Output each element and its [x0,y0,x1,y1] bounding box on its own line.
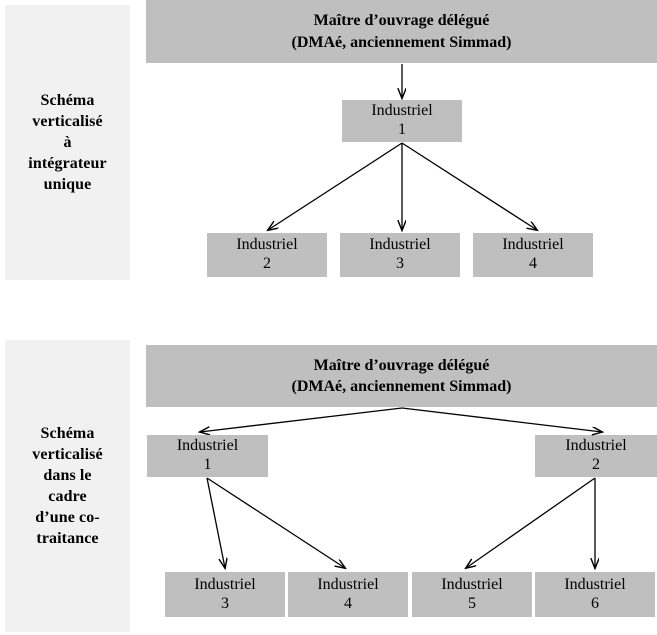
node-label: Industriel [371,102,433,120]
arrow-industriel-1-to-4-bottom [206,477,345,568]
node-index: 6 [591,594,599,612]
caption-co-traitance: Schéma verticalisé dans le cadre d’une c… [5,340,130,632]
arrow-industriel-1-to-2-top [268,142,403,230]
node-index: 4 [344,594,352,612]
node-industriel-6-bottom: Industriel 6 [535,572,655,617]
node-index: 2 [592,456,600,473]
node-index: 2 [263,255,271,272]
node-index: 3 [396,255,404,272]
node-industriel-3-bottom: Industriel 3 [165,572,285,617]
node-label: Industriel [564,575,626,593]
arrow-industriel-1-to-3-bottom [206,477,225,568]
arrow-industriel-2-to-5-bottom [466,477,596,568]
node-index: 4 [529,255,537,272]
node-index: 1 [398,121,406,138]
node-index: 5 [468,594,476,612]
node-industriel-2-top: Industriel 2 [207,233,327,277]
header-maitre-ouvrage-delegue-2: Maître d’ouvrage délégué (DMAé, ancienne… [146,345,657,407]
caption-integrateur-unique: Schéma verticalisé à intégrateur unique [5,5,130,280]
node-industriel-3-top: Industriel 3 [340,233,460,277]
node-label: Industriel [194,575,256,593]
node-industriel-1-bottom: Industriel 1 [147,435,268,477]
node-industriel-4-top: Industriel 4 [473,233,593,277]
node-industriel-4-bottom: Industriel 4 [288,572,408,617]
node-index: 3 [221,594,229,612]
header-maitre-ouvrage-delegue-1: Maître d’ouvrage délégué (DMAé, ancienne… [146,0,657,63]
node-industriel-1-top: Industriel 1 [342,100,462,142]
node-industriel-5-bottom: Industriel 5 [412,572,532,617]
node-label: Industriel [369,236,431,254]
arrow-header-to-industriel-1-bottom [200,407,403,432]
node-label: Industriel [502,236,564,254]
arrow-industriel-1-to-4-top [401,142,537,230]
node-label: Industriel [176,437,239,455]
node-label: Industriel [317,575,379,593]
node-label: Industriel [565,437,627,455]
node-label: Industriel [441,575,503,593]
node-industriel-2-bottom: Industriel 2 [535,435,657,477]
node-label: Industriel [236,236,298,254]
node-index: 1 [203,456,212,473]
arrow-header-to-industriel-2-bottom [401,407,602,432]
